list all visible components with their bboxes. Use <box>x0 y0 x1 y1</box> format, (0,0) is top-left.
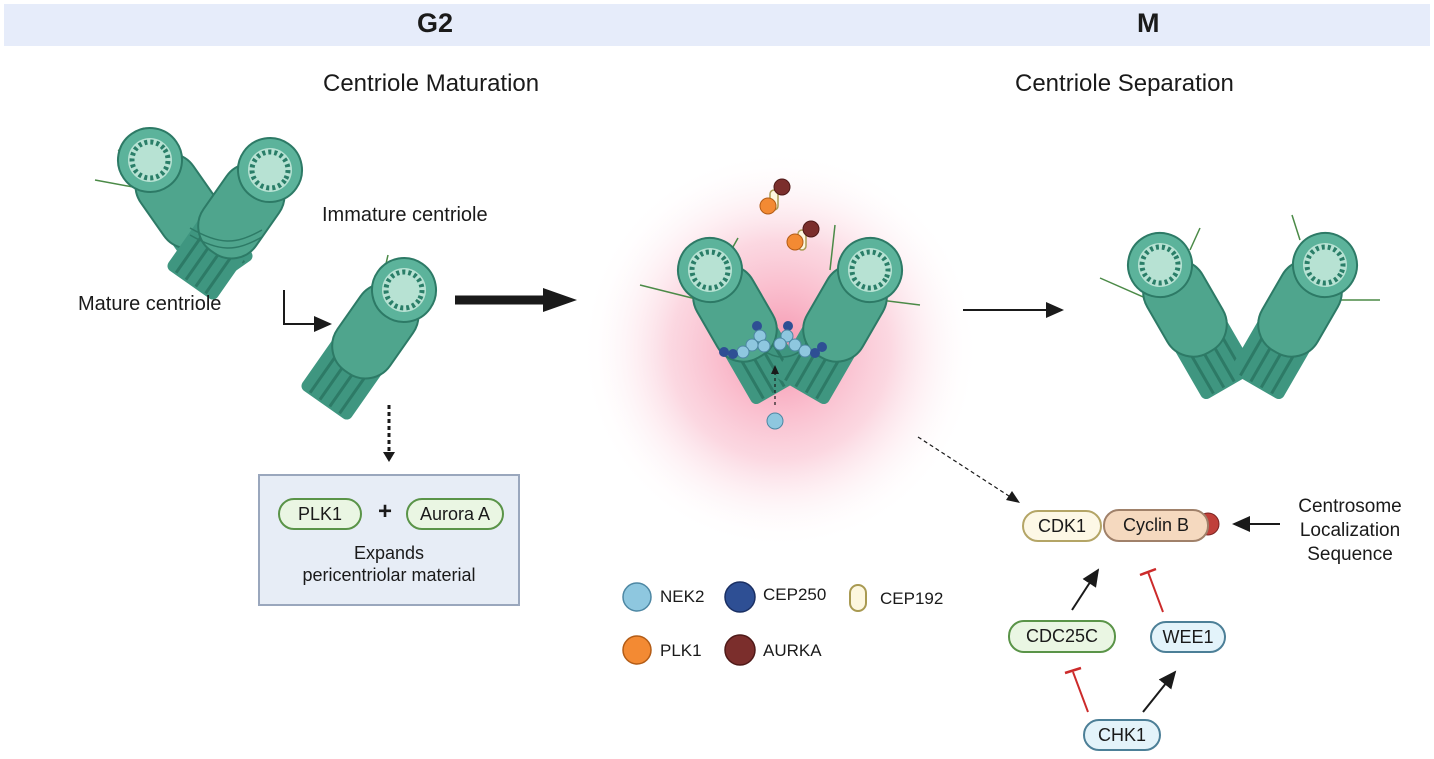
legend-nek2-icon <box>622 582 652 612</box>
centriole-maturation-heading: Centriole Maturation <box>323 70 540 97</box>
aurora-a-pill: Aurora A <box>406 498 504 530</box>
chk1-inhibits-line <box>1072 671 1089 713</box>
elbow-arrow <box>283 290 332 332</box>
free-nek2 <box>766 412 784 430</box>
cdc25c-activates-arrow <box>1071 568 1100 611</box>
legend-nek2-label: NEK2 <box>660 587 705 606</box>
legend-cep250-icon <box>724 581 756 613</box>
separating-right-centriole-graphic <box>772 225 921 407</box>
chk1-activates-arrow <box>1142 670 1177 713</box>
mature-centriole-graphic <box>94 115 257 293</box>
legend-cep192-label: CEP192 <box>880 589 944 608</box>
plk1-aurka-complex-1 <box>759 178 791 215</box>
phase-bar <box>4 4 1430 46</box>
legend-aurka-icon <box>724 634 756 666</box>
legend-plk1-icon <box>622 635 652 665</box>
wee1-inhibits-line <box>1147 571 1164 613</box>
chk1-pill: CHK1 <box>1083 719 1161 751</box>
expands-pcm-text: Expands pericentriolar material <box>302 543 476 585</box>
csl-label: Centrosome Localization Sequence <box>1298 496 1402 565</box>
plk1-aurka-complex-2 <box>786 220 820 251</box>
plk1-aurora-box: PLK1 + Aurora A Expands pericentriolar m… <box>258 474 520 606</box>
wee1-pill: WEE1 <box>1150 621 1226 653</box>
separated-right-centriole-graphic <box>1227 214 1380 402</box>
separated-left-centriole-graphic <box>1099 221 1258 402</box>
maturing-centriole-graphic <box>297 245 448 423</box>
legend-cep250-label: CEP250 <box>763 585 827 604</box>
legend-plk1-label: PLK1 <box>660 641 702 660</box>
phase-g2-label: G2 <box>417 8 454 38</box>
immature-centriole-label: Immature centriole <box>322 204 488 226</box>
cdk1-pill: CDK1 <box>1022 510 1102 542</box>
separating-left-centriole-graphic <box>639 226 808 407</box>
linker-fibers <box>189 227 263 242</box>
legend-aurka-label: AURKA <box>763 641 822 660</box>
mature-centriole-label: Mature centriole <box>78 293 222 315</box>
cdc25c-pill: CDC25C <box>1008 620 1116 653</box>
cep250-nek2-beads <box>719 321 827 359</box>
plk1-pill: PLK1 <box>278 498 362 530</box>
legend-cep192-icon <box>849 584 867 612</box>
centriole-separation-heading: Centriole Separation <box>1015 70 1234 97</box>
cyclin-b-pill: Cyclin B <box>1103 509 1209 542</box>
phase-m-label: M <box>1137 8 1160 38</box>
plus-sign: + <box>377 498 392 525</box>
